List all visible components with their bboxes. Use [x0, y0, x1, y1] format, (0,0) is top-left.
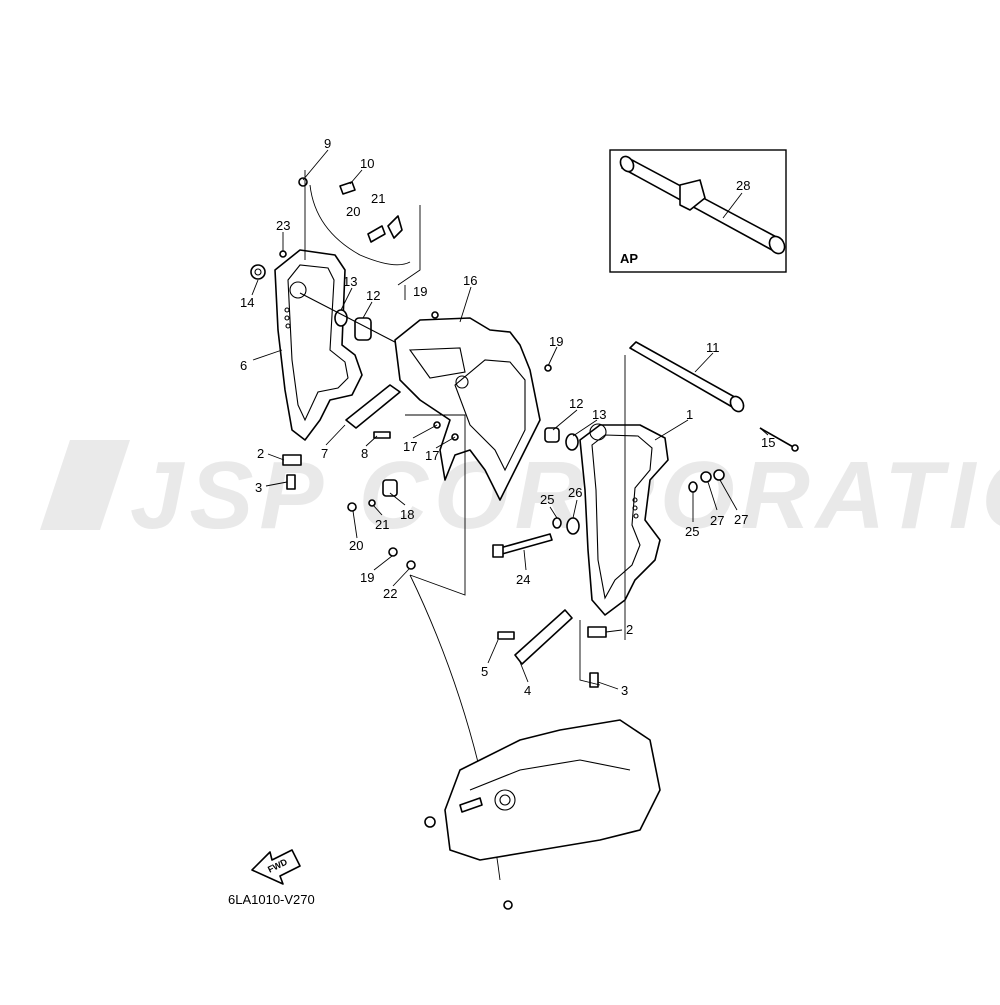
callout-25: 25	[540, 492, 554, 507]
fwd-arrow: FWD	[251, 849, 301, 885]
callout-19: 19	[549, 334, 563, 349]
callout-7: 7	[321, 446, 328, 461]
diagram-code: 6LA1010-V270	[228, 892, 315, 907]
callout-12: 12	[366, 288, 380, 303]
callout-13: 13	[592, 407, 606, 422]
callout-23: 23	[276, 218, 290, 233]
links	[345, 384, 573, 665]
callout-11: 11	[706, 340, 720, 355]
callout-15: 15	[761, 435, 775, 450]
long-bolt	[492, 533, 553, 558]
callout-27: 27	[710, 513, 724, 528]
callout-8: 8	[361, 446, 368, 461]
callout-19: 19	[360, 570, 374, 585]
callout-labels: 9 10 21 20 23 14 13 12 19 16 6 19 11 1 1…	[240, 136, 775, 698]
callout-14: 14	[240, 295, 254, 310]
inset-label: AP	[620, 251, 638, 266]
lower-housing	[424, 719, 661, 910]
callout-25: 25	[685, 524, 699, 539]
callout-20: 20	[346, 204, 360, 219]
callout-24: 24	[516, 572, 530, 587]
callout-13: 13	[343, 274, 357, 289]
callout-4: 4	[524, 683, 531, 698]
callout-18: 18	[400, 507, 414, 522]
callout-1: 1	[686, 407, 693, 422]
callout-3: 3	[621, 683, 628, 698]
callout-21: 21	[371, 191, 385, 206]
tilt-shaft	[629, 341, 799, 452]
callout-20: 20	[349, 538, 363, 553]
callout-leaders	[251, 149, 769, 690]
callout-26: 26	[568, 485, 582, 500]
callout-22: 22	[383, 586, 397, 601]
inset-ap: 28 AP	[609, 149, 787, 273]
callout-21: 21	[375, 517, 389, 532]
callout-27: 27	[734, 512, 748, 527]
callout-17: 17	[403, 439, 417, 454]
callout-3: 3	[255, 480, 262, 495]
small-hardware	[282, 311, 607, 688]
callout-2: 2	[257, 446, 264, 461]
callout-10: 10	[360, 156, 374, 171]
watermark-logo-mark	[40, 440, 130, 530]
watermark: JSP CORPORATION	[40, 440, 1000, 549]
inset-part-number: 28	[736, 178, 750, 193]
callout-9: 9	[324, 136, 331, 151]
callout-6: 6	[240, 358, 247, 373]
right-clamp-bracket	[579, 423, 669, 616]
callout-5: 5	[481, 664, 488, 679]
callout-2: 2	[626, 622, 633, 637]
callout-17: 17	[425, 448, 439, 463]
left-clamp-bracket	[274, 249, 363, 441]
swivel-bracket	[394, 317, 541, 501]
callout-16: 16	[463, 273, 477, 288]
callout-19: 19	[413, 284, 427, 299]
callout-12: 12	[569, 396, 583, 411]
watermark-text: JSP CORPORATION	[130, 442, 1000, 549]
